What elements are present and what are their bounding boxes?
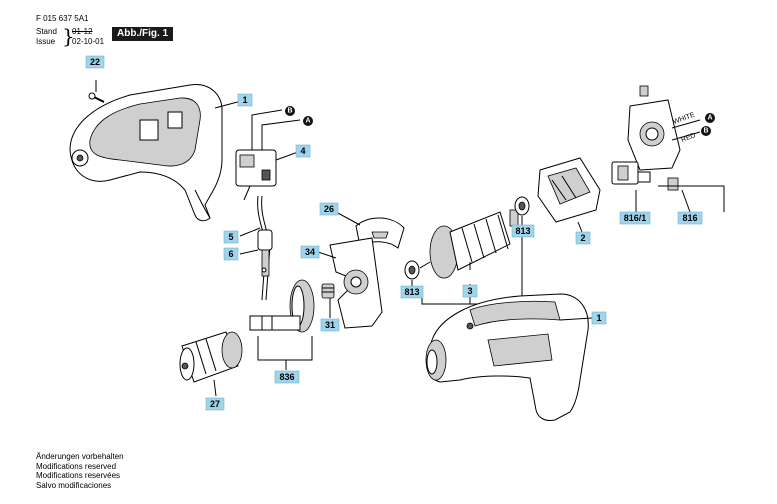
callout-27: 27 [205, 397, 225, 411]
brush-816-part [667, 177, 679, 191]
wire-letter-b-text: B [287, 108, 292, 115]
brush-holder-part [627, 85, 701, 171]
callout-816-1: 816/1 [619, 211, 651, 225]
callout-1-drill-text: 1 [596, 313, 601, 323]
housing-half-part [69, 84, 223, 222]
assembled-drill-part [425, 293, 589, 421]
callout-3: 3 [462, 284, 478, 298]
callout-816: 816 [677, 211, 703, 225]
brace-glyph: } [62, 24, 75, 48]
wire-letter-a-text: A [305, 118, 310, 125]
callout-34: 34 [300, 245, 320, 259]
callout-2: 2 [575, 231, 591, 245]
wire-letter-b-right: B [701, 126, 711, 136]
armature-part [419, 209, 519, 279]
callout-813-left-text: 813 [404, 287, 419, 297]
footer-note-fr: Modifications reservées [36, 471, 121, 480]
small-gear-part [321, 283, 335, 299]
callout-22-text: 22 [90, 57, 100, 67]
callout-4: 4 [295, 144, 311, 158]
callout-2-text: 2 [580, 233, 585, 243]
figure-tag: Abb./Fig. 1 [112, 27, 174, 41]
wire-letter-a: A [303, 116, 313, 126]
wire-letter-a-right: A [705, 113, 715, 123]
callout-5: 5 [223, 230, 239, 244]
callout-1-housing-text: 1 [242, 95, 247, 105]
bearing-plate-part [329, 237, 383, 329]
callout-34-text: 34 [305, 247, 315, 257]
callout-816-text: 816 [682, 213, 697, 223]
issue-label: Issue [36, 37, 56, 46]
red-wire-label: RED [680, 132, 696, 144]
callout-813-right: 813 [511, 224, 535, 238]
footer-notes: Änderungen vorbehalten Modifications res… [36, 452, 124, 490]
callout-813-left: 813 [400, 285, 424, 299]
white-wire-label: WHITE [672, 111, 696, 125]
stand-value: 01-12 [72, 27, 93, 36]
footer-note-es: Salvo modificaciones [36, 480, 112, 490]
wire-letter-a-right-text: A [707, 115, 712, 122]
callout-4-text: 4 [300, 146, 305, 156]
callout-813-right-text: 813 [515, 226, 530, 236]
footer-note-de: Änderungen vorbehalten [36, 452, 124, 461]
callout-836: 836 [274, 370, 300, 384]
issue-value: 02-10-01 [72, 37, 105, 46]
callout-1-drill: 1 [591, 311, 607, 325]
bearing-813-right-part [514, 196, 530, 216]
callout-31-text: 31 [325, 320, 335, 330]
bearing-813-left-part [404, 260, 420, 280]
stand-label: Stand [36, 27, 57, 36]
callout-26: 26 [319, 202, 339, 216]
callout-1-housing: 1 [237, 93, 253, 107]
callout-27-text: 27 [210, 399, 220, 409]
callout-22: 22 [85, 55, 105, 69]
chuck-part [179, 331, 243, 383]
callout-3-text: 3 [467, 286, 472, 296]
footer-note-en: Modifications reserved [36, 461, 117, 471]
callout-5-text: 5 [228, 232, 233, 242]
brush-816-1-part [611, 161, 651, 185]
spindle-gear-part [249, 279, 315, 333]
document-number: F 015 637 5A1 [36, 14, 89, 23]
screw-part [88, 80, 105, 103]
wire-letter-b-right-text: B [703, 128, 708, 135]
callout-6-text: 6 [228, 249, 233, 259]
callout-6: 6 [223, 247, 239, 261]
callout-816-1-text: 816/1 [624, 213, 647, 223]
callout-26-text: 26 [324, 204, 334, 214]
stator-part [537, 157, 601, 223]
callout-31: 31 [320, 318, 340, 332]
switch-part [235, 109, 301, 201]
power-cable-part [257, 195, 273, 301]
callout-836-text: 836 [279, 372, 294, 382]
wire-letter-b: B [285, 106, 295, 116]
